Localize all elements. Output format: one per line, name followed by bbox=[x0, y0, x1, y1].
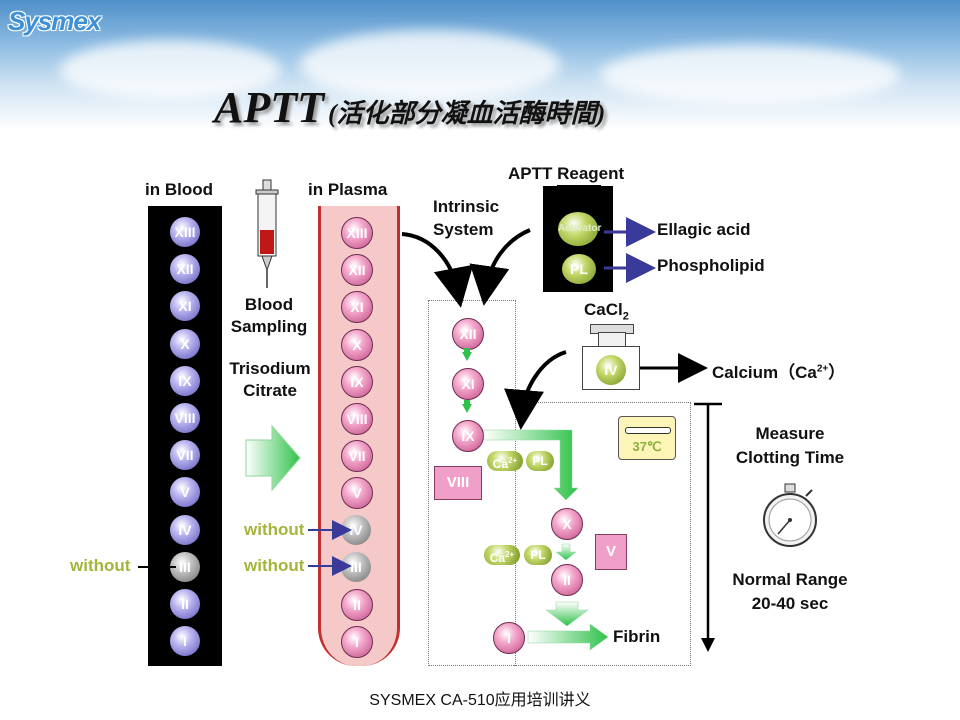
ca-sup-1: 2+ bbox=[508, 456, 518, 465]
calcium-close: ） bbox=[828, 363, 846, 382]
factor-iv-ball: IV bbox=[596, 355, 626, 385]
temperature-label: 37℃ bbox=[632, 439, 662, 454]
ellagic-acid-label: Ellagic acid bbox=[657, 220, 751, 239]
stopwatch-icon bbox=[763, 483, 817, 547]
ii-to-i-arrow bbox=[545, 601, 589, 627]
plasma-factor-vii: VII bbox=[341, 440, 373, 472]
pl-oval-1: PL bbox=[526, 451, 554, 471]
cascade-ix: IX bbox=[452, 420, 484, 452]
in-plasma-label: in Plasma bbox=[308, 180, 388, 199]
intrinsic-system-label: Intrinsic System bbox=[433, 197, 500, 239]
cacl2-text: CaCl bbox=[584, 300, 623, 319]
cacl2-to-cascade-arrow bbox=[504, 350, 567, 430]
blood-factor-iv: IV bbox=[170, 515, 200, 545]
factor-viii-box: VIII bbox=[434, 466, 482, 500]
thermometer-icon bbox=[625, 427, 671, 434]
blood-factor-v: V bbox=[170, 477, 200, 507]
reaction-frame-right bbox=[514, 402, 691, 666]
fibrin-label: Fibrin bbox=[613, 627, 661, 646]
plasma-factor-ii: II bbox=[341, 589, 373, 621]
timeline-arrowhead bbox=[701, 638, 715, 652]
cascade-xi: XI bbox=[452, 368, 484, 400]
title-main: APTT bbox=[214, 83, 324, 132]
cloud bbox=[60, 40, 280, 100]
cascade-arrow-1 bbox=[462, 352, 472, 361]
cascade-xii: XII bbox=[452, 318, 484, 350]
pl-oval-2: PL bbox=[524, 545, 552, 565]
phospholipid-label: Phospholipid bbox=[657, 256, 765, 275]
factor-v-box: V bbox=[595, 534, 627, 570]
plasma-factor-i: I bbox=[341, 626, 373, 658]
cloud bbox=[600, 45, 900, 105]
blood-factor-viii: VIII bbox=[170, 403, 200, 433]
cascade-arrow-1-stem bbox=[464, 348, 470, 353]
cacl2-label: CaCl2 bbox=[584, 300, 629, 322]
calcium-sup: 2+ bbox=[816, 363, 829, 375]
measure-clotting-label: Measure Clotting Time bbox=[735, 424, 845, 467]
plasma-factor-v: V bbox=[341, 477, 373, 509]
in-blood-label: in Blood bbox=[145, 180, 213, 199]
slide-title: APTT (活化部分凝血活酶時間) bbox=[214, 82, 605, 133]
plasma-factor-viii: VIII bbox=[341, 403, 373, 435]
plasma-to-cascade-arrow bbox=[401, 232, 474, 308]
normal-range-label: Normal Range 20-40 sec bbox=[732, 570, 848, 613]
blood-factor-ix: IX bbox=[170, 366, 200, 396]
x-to-ii-arrow bbox=[555, 543, 577, 561]
plasma-factor-ix: IX bbox=[341, 366, 373, 398]
blood-factor-i: I bbox=[170, 626, 200, 656]
without-label-iii: without bbox=[244, 556, 305, 575]
blood-factor-vii: VII bbox=[170, 440, 200, 470]
cloud bbox=[300, 30, 560, 100]
syringe-icon bbox=[255, 179, 279, 288]
cascade-arrow-2 bbox=[462, 404, 472, 413]
blood-sampling-label: Blood Sampling bbox=[230, 295, 308, 336]
ca-text-2: Ca bbox=[489, 551, 506, 565]
cacl2-subscript: 2 bbox=[622, 310, 629, 323]
blood-factor-x: X bbox=[170, 329, 200, 359]
ca-text-1: Ca bbox=[492, 457, 509, 471]
blood-factor-xii: XII bbox=[170, 254, 200, 284]
calcium-label: Calcium（Ca2+） bbox=[712, 358, 845, 383]
ca-sup-2: 2+ bbox=[505, 550, 515, 559]
footer-text: SYSMEX CA-510应用培训讲义 bbox=[369, 692, 591, 709]
without-label-v: without bbox=[244, 520, 305, 539]
without-label-blood: without bbox=[70, 556, 131, 575]
cascade-ii: II bbox=[551, 564, 583, 596]
blood-factor-xi: XI bbox=[170, 291, 200, 321]
aptt-reagent-label: APTT Reagent bbox=[508, 164, 625, 183]
ca-oval-2: Ca2+ bbox=[484, 545, 520, 565]
calcium-text: Calcium（Ca bbox=[712, 363, 817, 382]
cascade-arrow-2-stem bbox=[464, 400, 470, 405]
plasma-factor-xi: XI bbox=[341, 291, 373, 323]
cascade-x: X bbox=[551, 508, 583, 540]
plasma-factor-xii: XII bbox=[341, 254, 373, 286]
green-transfer-arrow bbox=[245, 424, 301, 492]
blood-factor-xiii: XIII bbox=[170, 217, 200, 247]
i-to-fibrin-arrow bbox=[527, 623, 609, 651]
ca-oval-1: Ca2+ bbox=[487, 451, 523, 471]
activator-ball: Activator bbox=[558, 212, 601, 246]
reagent-to-cascade-arrow bbox=[469, 228, 531, 306]
cascade-i: I bbox=[493, 622, 525, 654]
plasma-factor-xiii: XIII bbox=[341, 217, 373, 249]
trisodium-citrate-label: Trisodium Citrate bbox=[229, 359, 311, 400]
blood-factor-ii: II bbox=[170, 589, 200, 619]
thermometer-box: 37℃ bbox=[618, 416, 676, 460]
plasma-factor-x: X bbox=[341, 329, 373, 361]
pl-ball: PL bbox=[562, 254, 596, 284]
title-paren: (活化部分凝血活酶時間) bbox=[327, 99, 606, 128]
brand-logo: Sysmex bbox=[8, 6, 101, 36]
ix-to-x-arrow bbox=[483, 429, 579, 501]
